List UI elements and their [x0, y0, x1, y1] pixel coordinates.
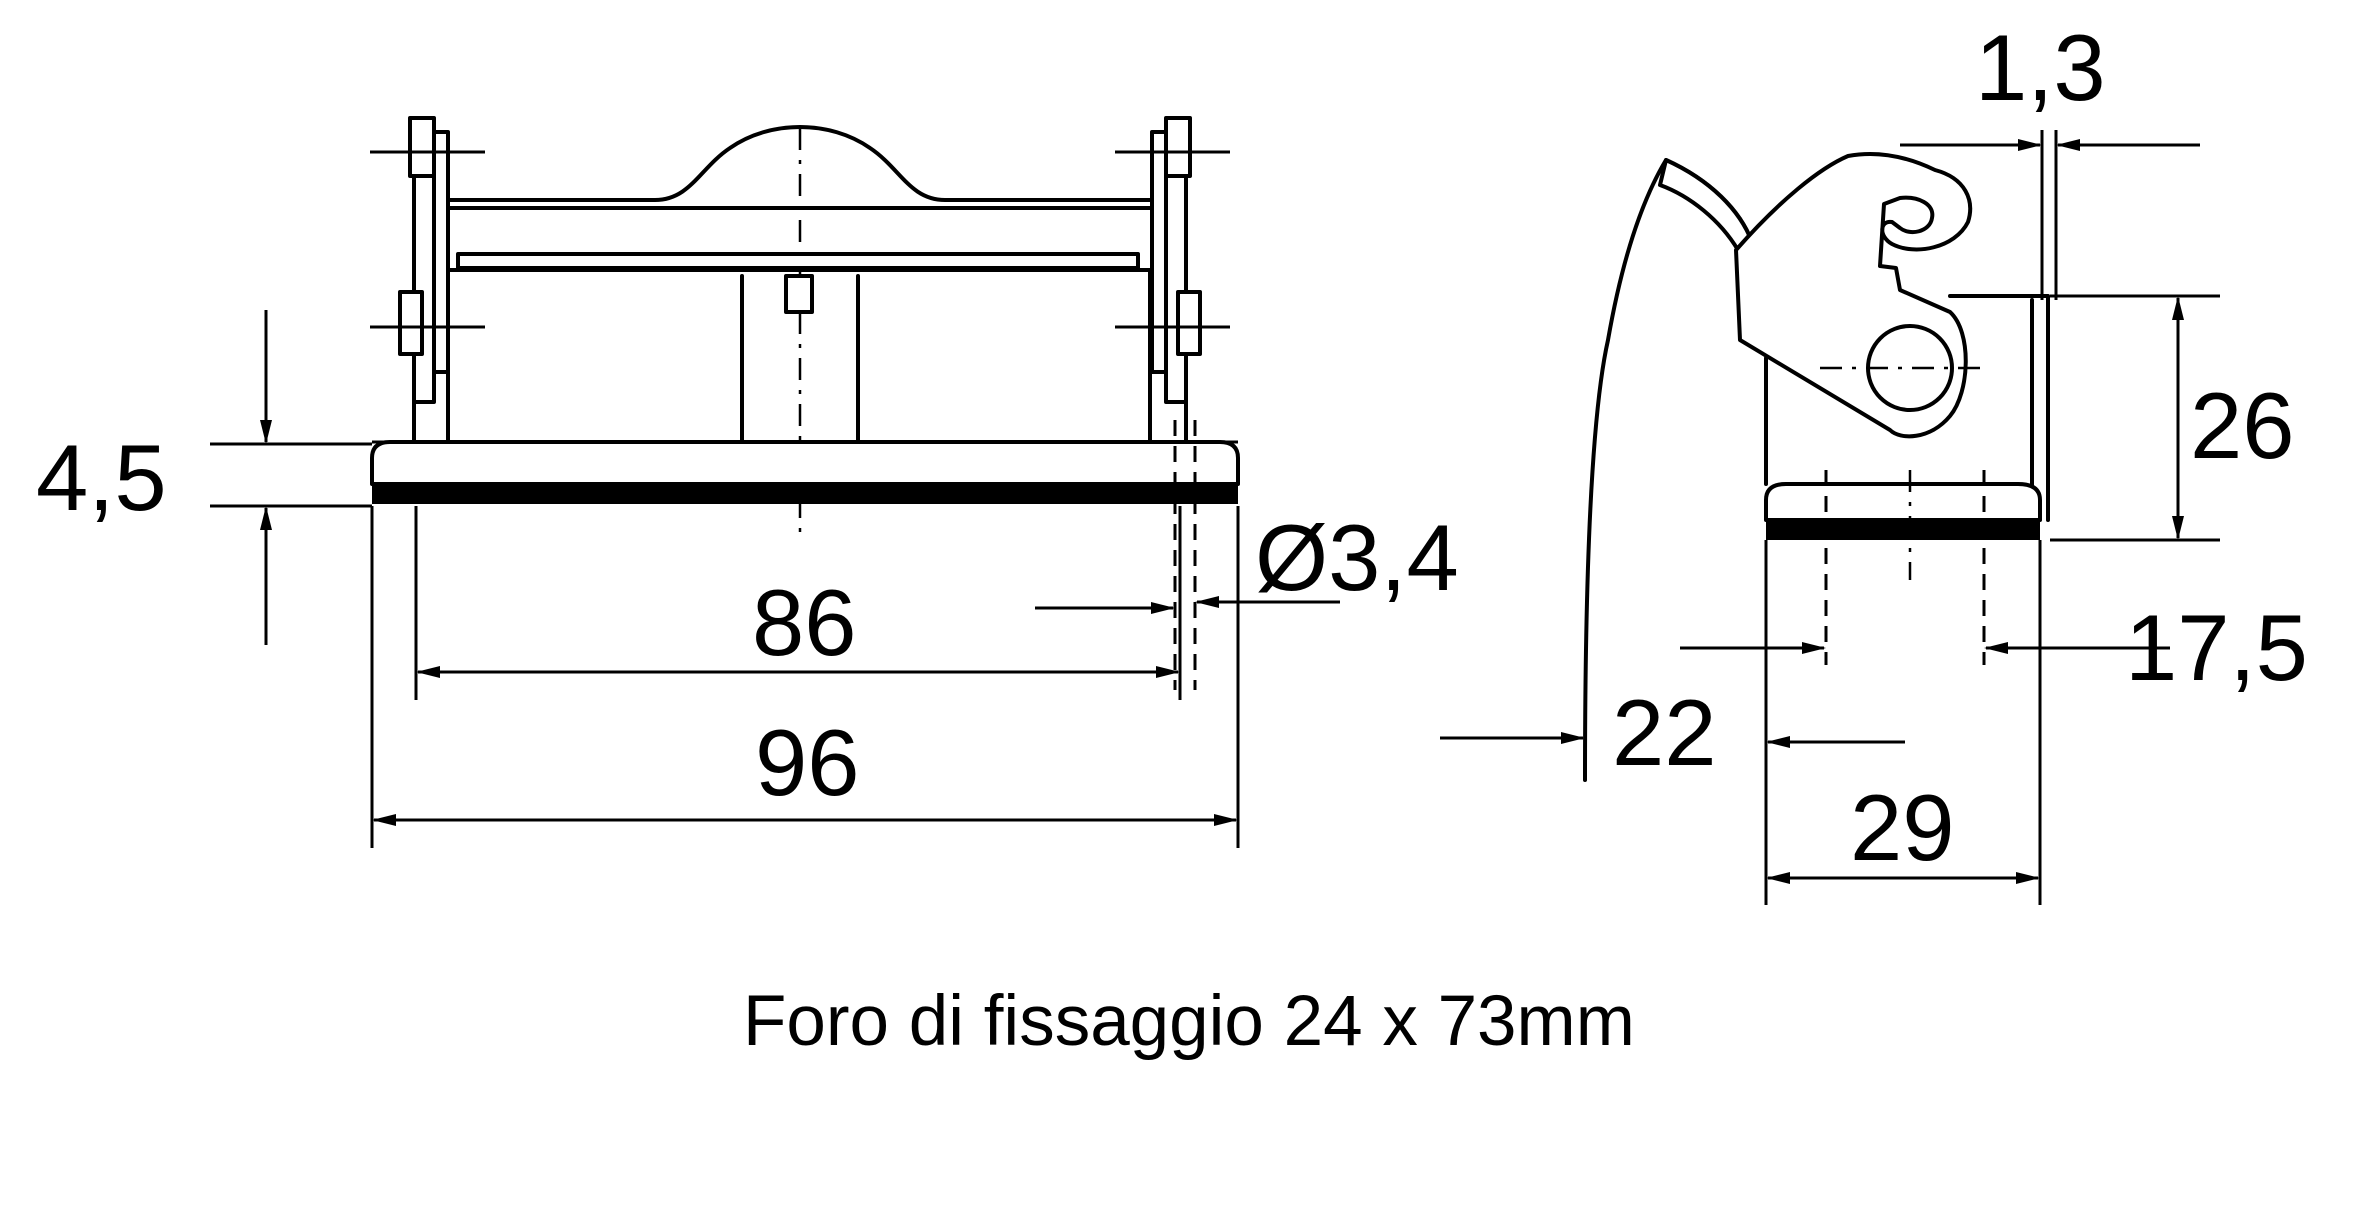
hole-diameter-dimension: Ø3,4 — [1255, 505, 1459, 610]
inner-width-dimension: 86 — [752, 570, 857, 675]
outer-width-dimension: 96 — [755, 710, 860, 815]
offset-dimension: 17,5 — [2125, 595, 2308, 700]
front-view: 4,5 86 96 Ø3,4 — [36, 116, 1459, 848]
lever-dimension: 22 — [1612, 680, 1717, 785]
side-height-dimension: 26 — [2190, 373, 2295, 478]
depth-dimension: 29 — [1850, 775, 1955, 880]
front-height-dimension: 4,5 — [36, 425, 167, 530]
clearance-dimension: 1,3 — [1975, 15, 2106, 120]
side-view: 1,3 26 17,5 22 29 — [1440, 15, 2308, 905]
fixing-hole-caption: Foro di fissaggio 24 x 73mm — [743, 982, 1635, 1061]
